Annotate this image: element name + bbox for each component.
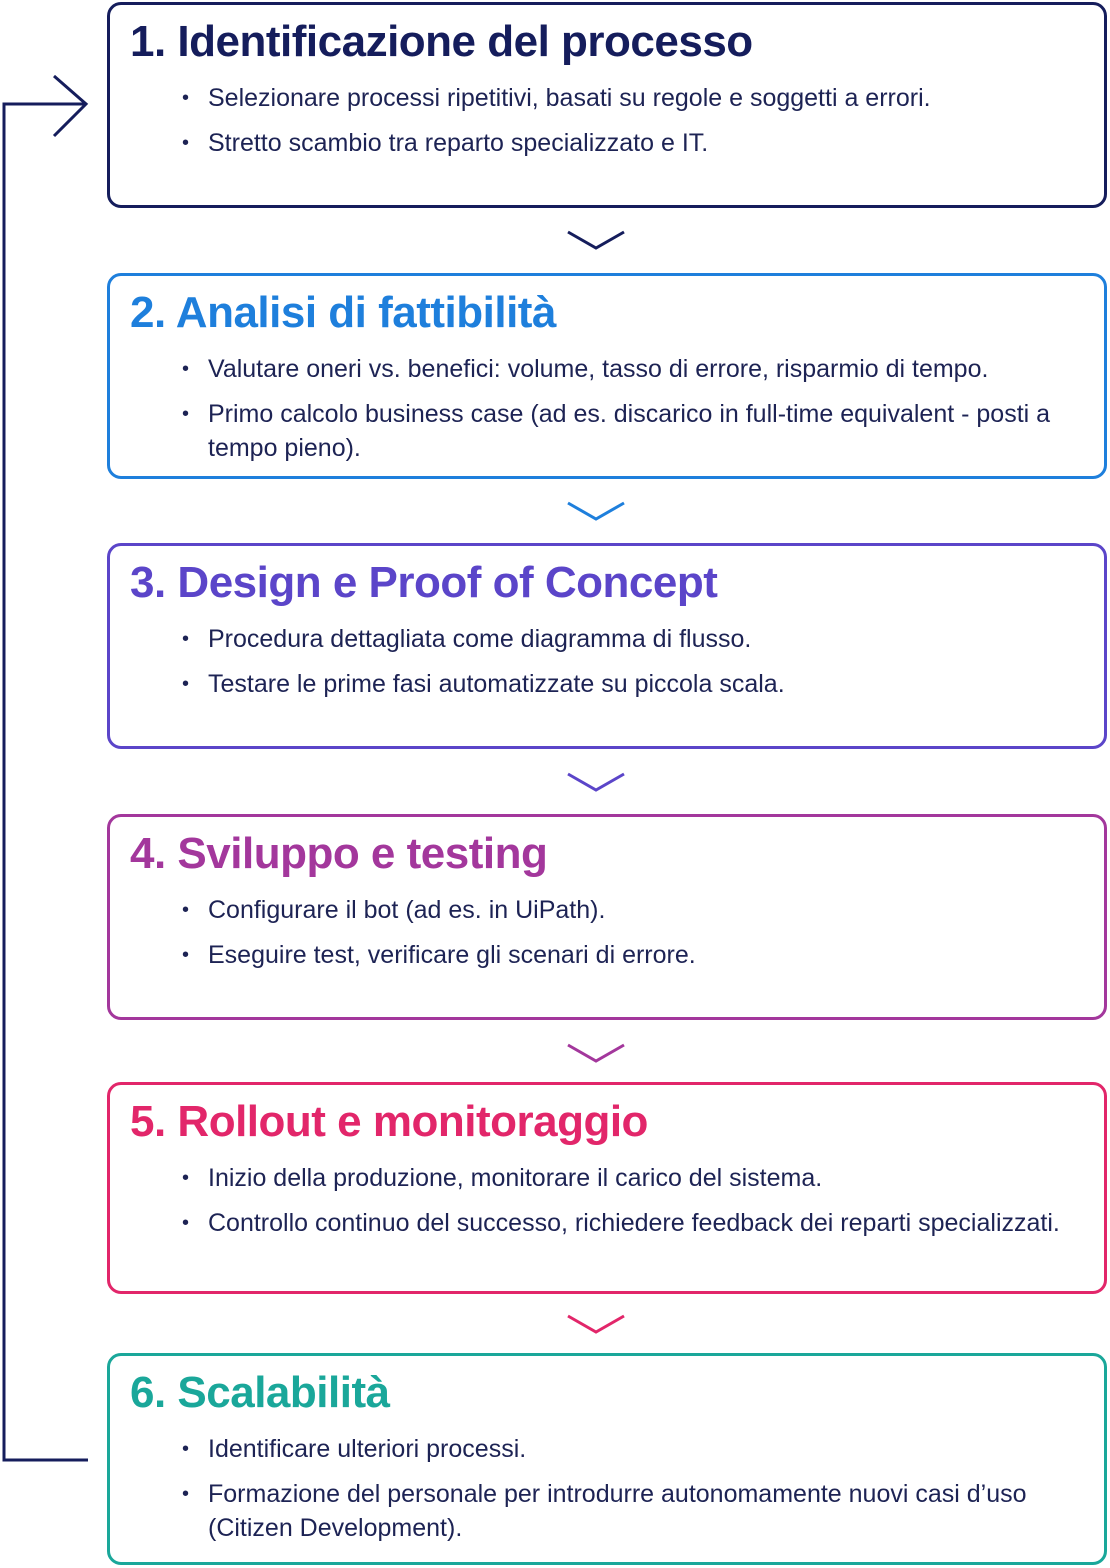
step-4-title: 4. Sviluppo e testing [130, 829, 548, 878]
step-3-title: 3. Design e Proof of Concept [130, 558, 718, 607]
step-1-bullet-2: Stretto scambio tra reparto specializzat… [182, 126, 1082, 160]
step-4-bullets: Configurare il bot (ad es. in UiPath). E… [182, 893, 1082, 983]
step-6-bullet-2: Formazione del personale per introdurre … [182, 1477, 1082, 1545]
step-2-title: 2. Analisi di fattibilità [130, 288, 556, 337]
step-4-bullet-2: Eseguire test, verificare gli scenari di… [182, 938, 1082, 972]
step-5-bullet-1: Inizio della produzione, monitorare il c… [182, 1161, 1082, 1195]
step-1-bullet-1: Selezionare processi ripetitivi, basati … [182, 81, 1082, 115]
step-1-box: 1. Identificazione del processo Selezion… [107, 2, 1107, 208]
step-5-box: 5. Rollout e monitoraggio Inizio della p… [107, 1082, 1107, 1294]
loop-line [2, 102, 88, 1462]
feedback-loop-arrow [2, 74, 89, 1462]
step-2-bullet-2: Primo calcolo business case (ad es. disc… [182, 397, 1082, 465]
step-1-bullets: Selezionare processi ripetitivi, basati … [182, 81, 1082, 171]
step-3-box: 3. Design e Proof of Concept Procedura d… [107, 543, 1107, 749]
step-6-bullet-1: Identificare ulteriori processi. [182, 1432, 1082, 1466]
chevron-down-icon [567, 1043, 625, 1063]
step-6-box: 6. Scalabilità Identificare ulteriori pr… [107, 1353, 1107, 1565]
chevron-down-icon [567, 230, 625, 250]
step-3-bullet-2: Testare le prime fasi automatizzate su p… [182, 667, 1082, 701]
chevron-down-icon [567, 772, 625, 792]
step-5-title: 5. Rollout e monitoraggio [130, 1097, 648, 1146]
chevron-down-icon [567, 501, 625, 521]
step-1-title: 1. Identificazione del processo [130, 17, 753, 66]
step-2-bullet-1: Valutare oneri vs. benefici: volume, tas… [182, 352, 1082, 386]
step-4-bullet-1: Configurare il bot (ad es. in UiPath). [182, 893, 1082, 927]
loop-arrowhead-icon [52, 74, 89, 138]
step-3-bullet-1: Procedura dettagliata come diagramma di … [182, 622, 1082, 656]
step-5-bullets: Inizio della produzione, monitorare il c… [182, 1161, 1082, 1251]
step-2-box: 2. Analisi di fattibilità Valutare oneri… [107, 273, 1107, 479]
step-4-box: 4. Sviluppo e testing Configurare il bot… [107, 814, 1107, 1020]
step-6-title: 6. Scalabilità [130, 1368, 390, 1417]
chevron-down-icon [567, 1314, 625, 1334]
step-2-bullets: Valutare oneri vs. benefici: volume, tas… [182, 352, 1082, 476]
step-3-bullets: Procedura dettagliata come diagramma di … [182, 622, 1082, 712]
step-5-bullet-2: Controllo continuo del successo, richied… [182, 1206, 1082, 1240]
step-6-bullets: Identificare ulteriori processi. Formazi… [182, 1432, 1082, 1556]
